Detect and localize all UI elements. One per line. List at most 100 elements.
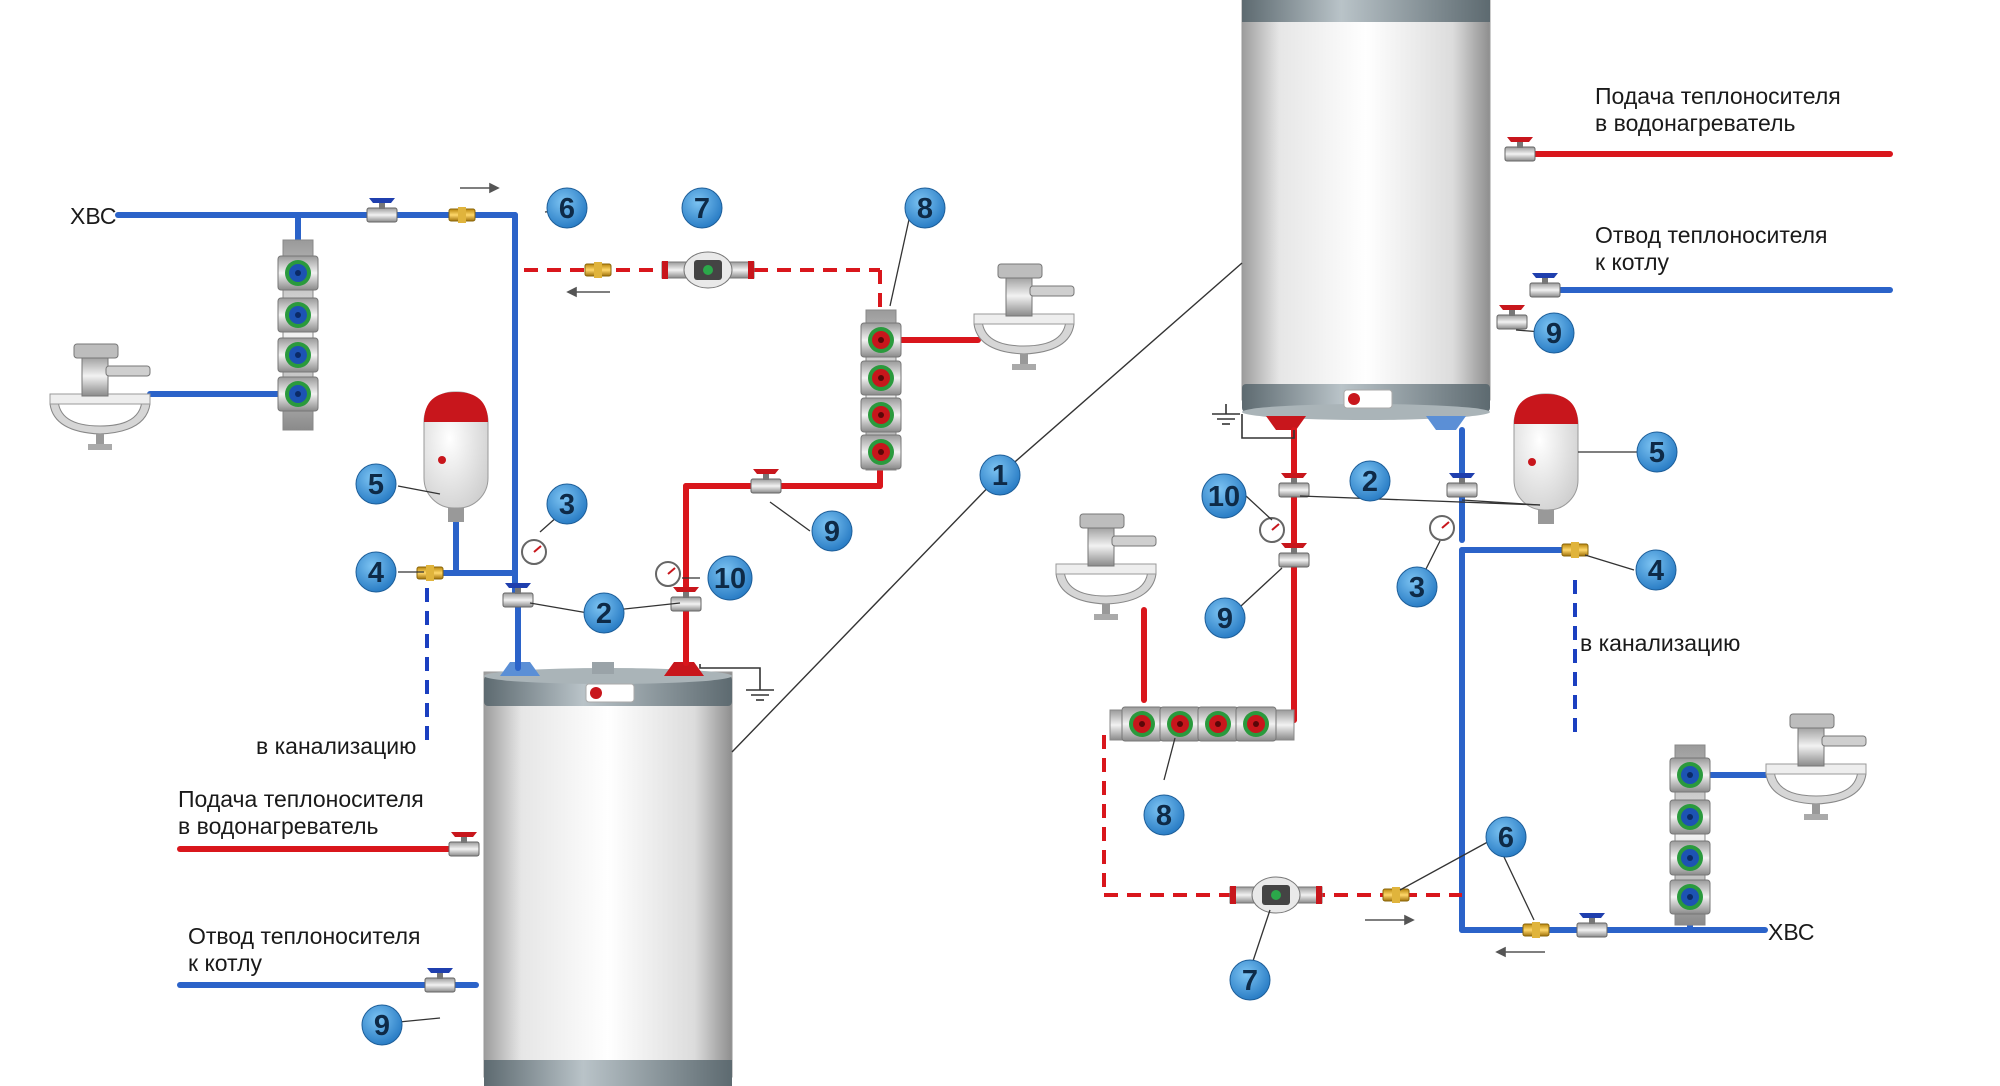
callout-left-6: 6 [546,187,588,229]
svg-text:6: 6 [1498,822,1514,854]
left-gauge-10-icon [655,561,681,587]
callout-left-9b: 9 [361,1004,403,1046]
left-pump-icon [661,251,755,289]
left-hot-manifold [860,309,902,471]
right-return-label-line2: к котлу [1595,249,1670,275]
right-inlet-valve-icon [1576,912,1608,938]
left-valve-9-hot-icon [750,468,782,494]
callout-left-9a: 9 [811,510,853,552]
right-cold-manifold [1669,744,1711,926]
left-supply-label-line2: в водонагреватель [178,813,379,839]
svg-text:9: 9 [374,1010,390,1042]
svg-text:9: 9 [824,516,840,548]
right-faucet-left-icon [1055,513,1157,621]
callout-right-5: 5 [1636,431,1678,473]
callout-left-4: 4 [355,551,397,593]
right-supply-label-line1: Подача теплоносителя [1595,83,1841,109]
callout-left-7: 7 [681,187,723,229]
left-cold-inlet-valve-icon [366,197,398,223]
left-valve-2-cold-icon [502,582,534,608]
right-supply-valve-icon [1504,136,1536,162]
right-ground-icon [1211,403,1241,425]
right-valve-2-cold-icon [1446,472,1478,498]
callout-left-10: 10 [707,555,753,601]
callout-1: 1 [979,454,1021,496]
left-valve-9-return-icon [424,967,456,993]
right-ground-wire [1241,414,1295,439]
left-drain-label: в канализацию [256,733,416,759]
left-valve-supply-icon [448,831,480,857]
left-cold-water-label: ХВС [70,203,117,229]
svg-text:4: 4 [1648,555,1664,587]
right-boiler-tank [1241,0,1491,430]
left-recirculation-line [524,268,882,310]
right-safety-valve-icon [1561,541,1589,559]
svg-text:8: 8 [1156,800,1172,832]
callout-right-6: 6 [1485,816,1527,858]
left-faucet-right-icon [973,263,1075,371]
right-gauge-3-icon [1429,515,1455,541]
svg-text:3: 3 [559,489,575,521]
callout-right-10: 10 [1201,473,1247,519]
svg-text:2: 2 [1362,466,1378,498]
left-flow-arrows [460,182,1545,958]
right-supply-label-line2: в водонагреватель [1595,110,1796,136]
left-check-valve-recirc-icon [584,261,612,279]
right-return-valve-icon [1529,272,1561,298]
left-safety-valve-icon [416,564,444,582]
callout-1-leader-left [731,474,1001,753]
svg-text:7: 7 [694,193,710,225]
left-cold-manifold [277,239,319,431]
right-valve-9-hot-icon [1278,542,1310,568]
left-ground-wire [699,664,761,680]
left-check-valve-top-icon [448,206,476,224]
callout-1-leader-right [999,262,1243,476]
right-check-valve-inlet-icon [1522,921,1550,939]
left-expansion-tank-icon [423,391,489,523]
left-supply-label-line1: Подача теплоносителя [178,786,424,812]
right-valve-2-hot-icon [1278,472,1310,498]
callout-right-9a: 9 [1533,312,1575,354]
callout-left-2: 2 [583,592,625,634]
svg-text:9: 9 [1546,318,1562,350]
left-faucet-left-icon [49,343,151,451]
left-return-label-line2: к котлу [188,950,263,976]
right-cold-water-label: ХВС [1768,919,1815,945]
svg-text:10: 10 [714,563,746,595]
right-gauge-10-icon [1259,517,1285,543]
svg-text:5: 5 [1649,437,1665,469]
right-check-valve-recirc-icon [1382,886,1410,904]
left-gauge-3-icon [521,539,547,565]
left-boiler-tank [483,662,733,1086]
callout-left-8: 8 [904,187,946,229]
right-hot-manifold [1109,706,1295,742]
callout-left-5: 5 [355,463,397,505]
callout-left-3: 3 [546,483,588,525]
svg-text:2: 2 [596,598,612,630]
callout-right-8: 8 [1143,794,1185,836]
svg-text:5: 5 [368,469,384,501]
svg-text:8: 8 [917,193,933,225]
callout-badges: 6 7 8 5 3 9 4 10 2 9 1 9 5 2 10 4 3 9 8 … [355,187,1678,1046]
callout-right-7: 7 [1229,959,1271,1001]
svg-text:3: 3 [1409,572,1425,604]
right-pump-icon [1229,876,1323,914]
svg-text:7: 7 [1242,965,1258,997]
right-faucet-right-icon [1765,713,1867,821]
callout-right-2: 2 [1349,460,1391,502]
left-valve-2-hot-icon [670,586,702,612]
svg-text:1: 1 [992,460,1008,492]
left-return-label-line1: Отвод теплоносителя [188,923,421,949]
callout-right-9b: 9 [1204,597,1246,639]
svg-text:10: 10 [1208,481,1240,513]
left-ground-icon [745,679,775,701]
svg-text:6: 6 [559,193,575,225]
right-valve-9-drain-icon [1496,304,1528,330]
callout-right-4: 4 [1635,549,1677,591]
right-recirculation-line [1102,735,1462,897]
svg-text:9: 9 [1217,603,1233,635]
svg-text:4: 4 [368,557,384,589]
callout-right-3: 3 [1396,566,1438,608]
right-drain-label: в канализацию [1580,630,1740,656]
